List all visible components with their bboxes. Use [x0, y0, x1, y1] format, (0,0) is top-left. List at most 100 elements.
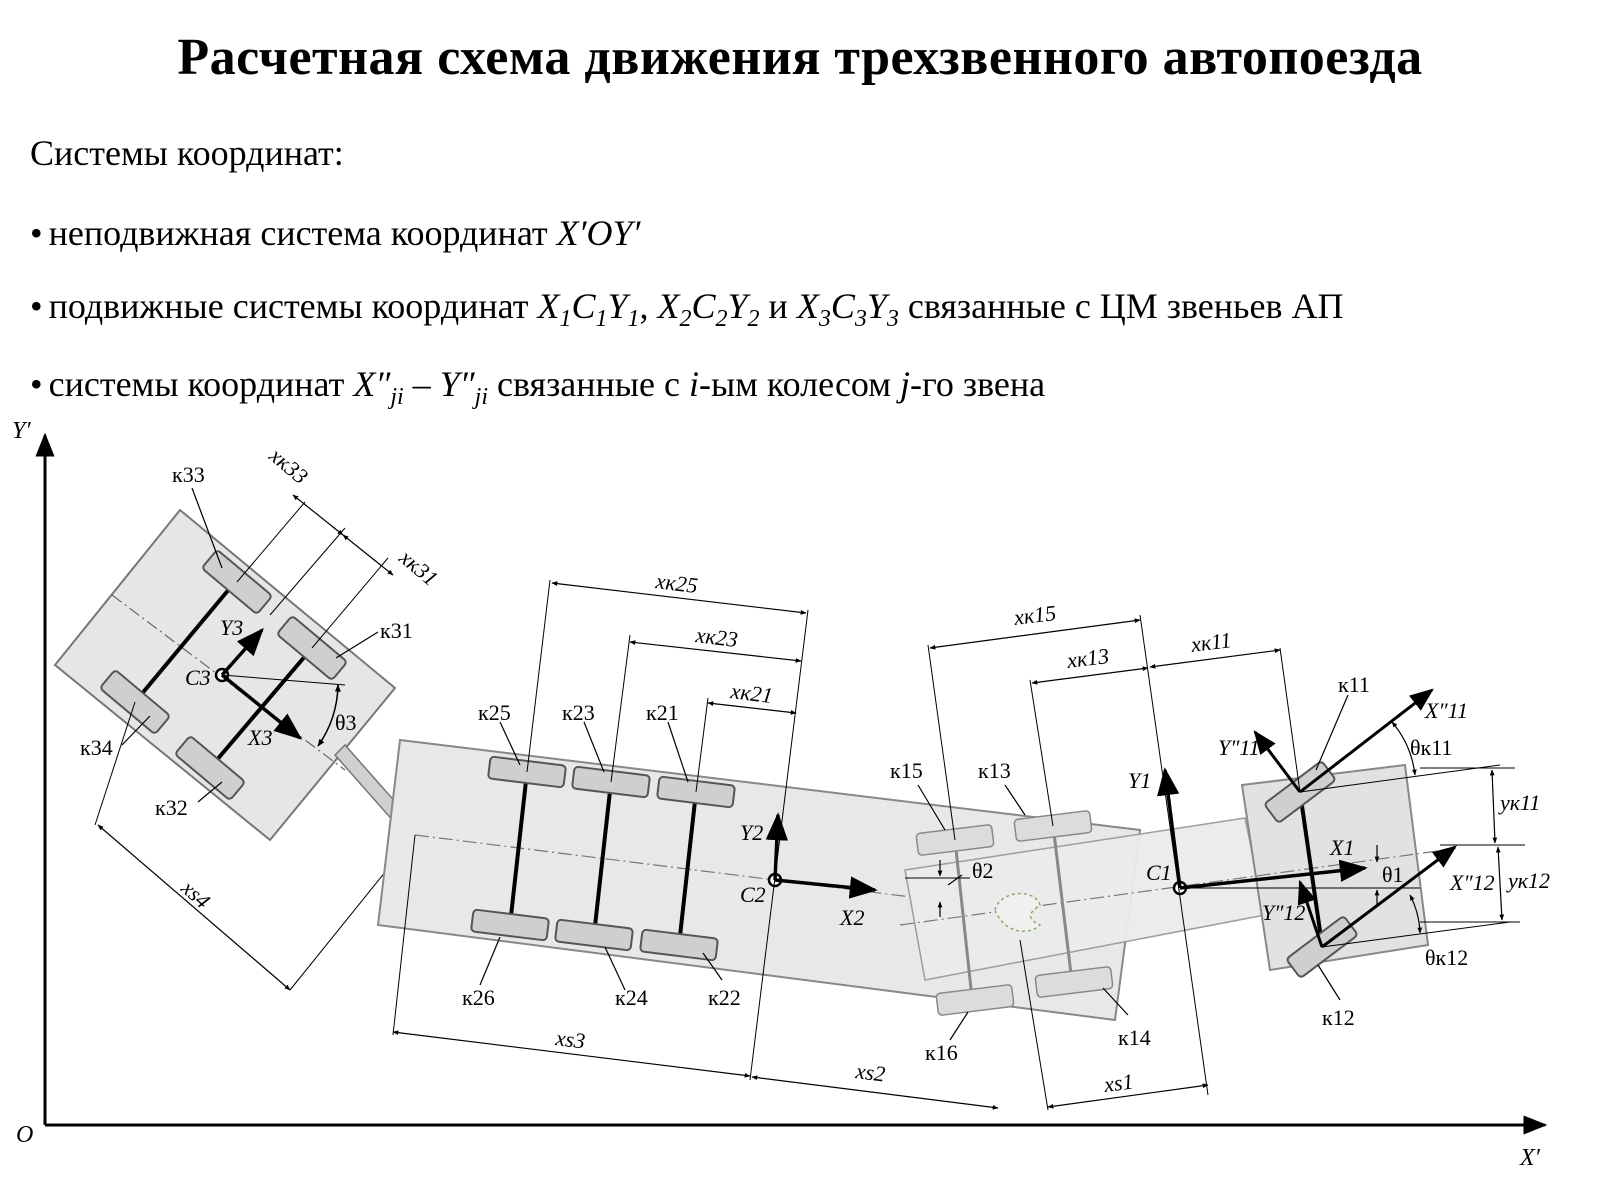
dim-xs2	[751, 1075, 999, 1110]
wheel-k24	[554, 918, 634, 952]
label-x3: X3	[247, 725, 272, 750]
x12-axis	[1321, 845, 1457, 949]
frame-2: X2C2Y2	[657, 286, 760, 332]
label-xk23: xк23	[693, 622, 739, 652]
hitch-outline	[994, 892, 1042, 932]
label-k26: к26	[462, 985, 495, 1010]
y11-axis	[1253, 730, 1302, 793]
bullet-fixed-frame: •неподвижная система координат X′OY′	[30, 212, 640, 254]
wheel-k26	[470, 908, 550, 942]
label-c2: C2	[740, 882, 766, 907]
label-k23: к23	[562, 700, 595, 725]
ext-line	[94, 701, 136, 826]
label-xk25: xк25	[653, 568, 699, 598]
wheel-k32	[175, 736, 245, 800]
label-k22: к22	[708, 985, 741, 1010]
road-train-diagram: Y′ X′ O	[12, 420, 1550, 1171]
ext-line	[610, 634, 631, 783]
label-xs3: xs3	[553, 1025, 586, 1054]
origin-label: O	[16, 1122, 33, 1148]
link-1	[899, 614, 1525, 1111]
bullet-math: X′OY′	[556, 213, 641, 253]
label-y3: Y3	[220, 615, 243, 640]
bullet-mark: •	[30, 286, 43, 326]
label-xk15: xк15	[1012, 600, 1058, 630]
ext-line	[1019, 939, 1049, 1111]
label-xk21: xк21	[728, 678, 774, 708]
label-y12: Y″12	[1262, 900, 1305, 925]
label-c1: C1	[1146, 860, 1172, 885]
dim-xk31	[342, 534, 394, 576]
label-x12: X″12	[1449, 870, 1495, 895]
label-k34: к34	[80, 735, 113, 760]
axle-13-14	[1051, 824, 1074, 983]
bullet-tail-a: связанные с	[488, 364, 689, 404]
label-yk12: yк12	[1506, 868, 1550, 893]
label-y1: Y1	[1128, 768, 1151, 793]
label-k21: к21	[646, 700, 679, 725]
ext-line	[526, 579, 551, 773]
label-xk33: xк33	[264, 442, 313, 489]
label-k14: к14	[1118, 1025, 1151, 1050]
ext-line	[927, 644, 956, 841]
label-k16: к16	[925, 1040, 958, 1065]
label-xs4: xs4	[176, 874, 215, 913]
x2-axis	[774, 876, 878, 899]
thk12-arc	[1409, 894, 1423, 934]
bullet-conj: и	[759, 286, 797, 326]
axle-15-16	[953, 839, 974, 999]
bullet-text: неподвижная система координат	[48, 213, 557, 253]
label-k11: к11	[1338, 672, 1370, 697]
label-c3: C3	[185, 665, 211, 690]
label-y11: Y″11	[1218, 735, 1260, 760]
y2-axis	[765, 812, 789, 881]
label-k13: к13	[978, 758, 1011, 783]
dim-xk23	[629, 640, 802, 663]
k12-heading-ref	[1321, 921, 1511, 948]
axle-21-22	[677, 791, 698, 946]
label-x2: X2	[839, 905, 864, 930]
wheel-frame-math: X″ji – Y″ji	[353, 364, 489, 410]
dim-xs3	[392, 1030, 751, 1078]
label-thk12: θк12	[1425, 945, 1468, 970]
axle-23-24	[592, 781, 613, 936]
axle-11-12	[1298, 791, 1324, 946]
y12-axis	[1297, 879, 1324, 948]
label-thk11: θк11	[1410, 735, 1452, 760]
dim-yk11	[1489, 769, 1498, 844]
bullet-moving-frames: •подвижные системы координат X1C1Y1, X2C…	[30, 286, 1344, 332]
ext-line	[695, 697, 709, 793]
y3-axis	[220, 627, 264, 677]
wheel-k16	[935, 984, 1015, 1016]
dim-xk15	[929, 618, 1141, 650]
k11-heading-ref	[1299, 764, 1501, 793]
frame-3: X3C3Y3	[796, 286, 899, 332]
bullet-tail-b: -ым колесом	[698, 364, 901, 404]
dim-xk33	[292, 494, 344, 536]
x-axis-label: X′	[1519, 1145, 1541, 1171]
bullet-wheel-frames: •системы координат X″ji – Y″ji связанные…	[30, 363, 1045, 411]
label-th1: θ1	[1382, 862, 1404, 887]
th3-ref	[221, 674, 346, 686]
label-k33: к33	[172, 462, 205, 487]
dim-xs1	[1047, 1083, 1209, 1109]
label-th2: θ2	[972, 858, 994, 883]
axle-25-26	[508, 771, 529, 926]
thk11-arc	[1391, 721, 1417, 776]
index-i: i	[688, 364, 699, 404]
label-yk11: yк11	[1498, 790, 1540, 815]
bullet-tail-c: -го звена	[910, 364, 1046, 404]
leader-lines	[121, 487, 1349, 1041]
index-j: j	[900, 364, 911, 404]
bullet-mark: •	[30, 213, 43, 253]
page-title: Расчетная схема движения трехзвенного ав…	[177, 29, 1423, 86]
label-k24: к24	[615, 985, 648, 1010]
x1-axis	[1179, 859, 1368, 890]
dim-xk21	[707, 701, 797, 715]
y-axis-label: Y′	[12, 420, 31, 444]
label-x11: X″11	[1424, 698, 1468, 723]
th3-arc	[317, 684, 341, 747]
frame-1: X1C1Y1	[537, 286, 640, 332]
dim-yk12	[1495, 846, 1505, 921]
label-x1: X1	[1329, 835, 1354, 860]
